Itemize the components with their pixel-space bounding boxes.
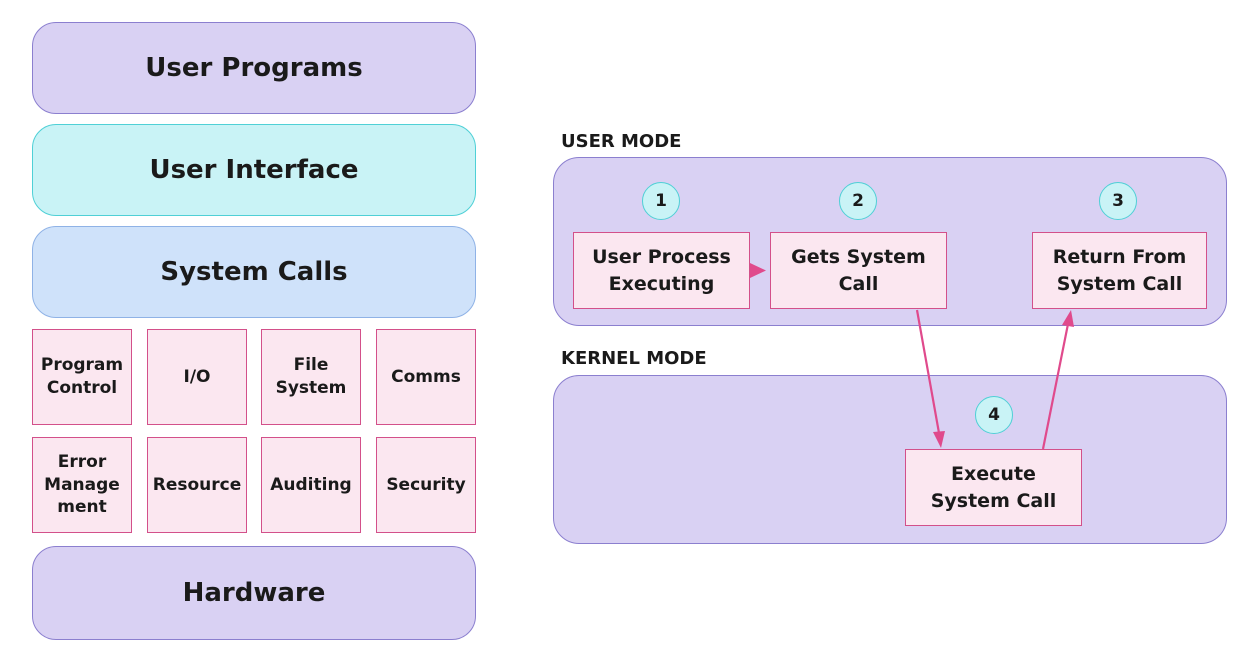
- category-label-line: Auditing: [270, 474, 352, 495]
- kernel-mode-panel: [553, 375, 1227, 544]
- user-interface-label: User Interface: [149, 155, 359, 185]
- step-gets-system-call: Gets System Call: [770, 232, 947, 309]
- category-security: Security: [376, 437, 476, 533]
- step-label-line: System Call: [930, 489, 1057, 512]
- user-programs-label: User Programs: [145, 53, 363, 83]
- step-user-process-executing: User Process Executing: [573, 232, 750, 309]
- category-program-control: Program Control: [32, 329, 132, 425]
- system-calls-label: System Calls: [160, 257, 348, 287]
- category-label-line: System: [275, 378, 347, 398]
- step-1-badge: 1: [642, 182, 680, 220]
- step-label-line: System Call: [1056, 272, 1183, 295]
- system-calls-layer: System Calls: [32, 226, 476, 318]
- user-programs-layer: User Programs: [32, 22, 476, 114]
- step-label-line: Execute: [951, 462, 1036, 485]
- category-label-line: Program: [40, 355, 124, 376]
- step-label-line: Call: [838, 272, 879, 295]
- category-label-line: Comms: [391, 366, 461, 387]
- step-return-from-system-call: Return From System Call: [1032, 232, 1207, 309]
- step-2-badge: 2: [839, 182, 877, 220]
- kernel-mode-title: KERNEL MODE: [561, 348, 707, 369]
- category-resource: Resource: [147, 437, 247, 533]
- category-label-line: Error: [57, 451, 107, 472]
- step-label-line: User Process: [592, 245, 731, 268]
- category-label-line: I/O: [183, 366, 211, 387]
- step-3-badge: 3: [1099, 182, 1137, 220]
- user-interface-layer: User Interface: [32, 124, 476, 216]
- category-label-line: File: [293, 355, 329, 376]
- step-execute-system-call: Execute System Call: [905, 449, 1082, 526]
- category-label-line: Manage: [44, 474, 120, 495]
- category-io: I/O: [147, 329, 247, 425]
- category-label-line: Control: [46, 378, 118, 398]
- category-comms: Comms: [376, 329, 476, 425]
- user-mode-title: USER MODE: [561, 131, 682, 152]
- step-label-line: Return From: [1052, 245, 1187, 268]
- step-label-line: Gets System: [791, 245, 926, 268]
- category-label-line: Resource: [152, 474, 242, 495]
- category-label-line: ment: [57, 497, 107, 518]
- hardware-label: Hardware: [182, 578, 326, 608]
- category-error-management: Error Manage ment: [32, 437, 132, 533]
- step-label-line: Executing: [608, 272, 715, 295]
- category-auditing: Auditing: [261, 437, 361, 533]
- category-label-line: Security: [386, 474, 466, 495]
- category-file-system: File System: [261, 329, 361, 425]
- hardware-layer: Hardware: [32, 546, 476, 640]
- step-4-badge: 4: [975, 396, 1013, 434]
